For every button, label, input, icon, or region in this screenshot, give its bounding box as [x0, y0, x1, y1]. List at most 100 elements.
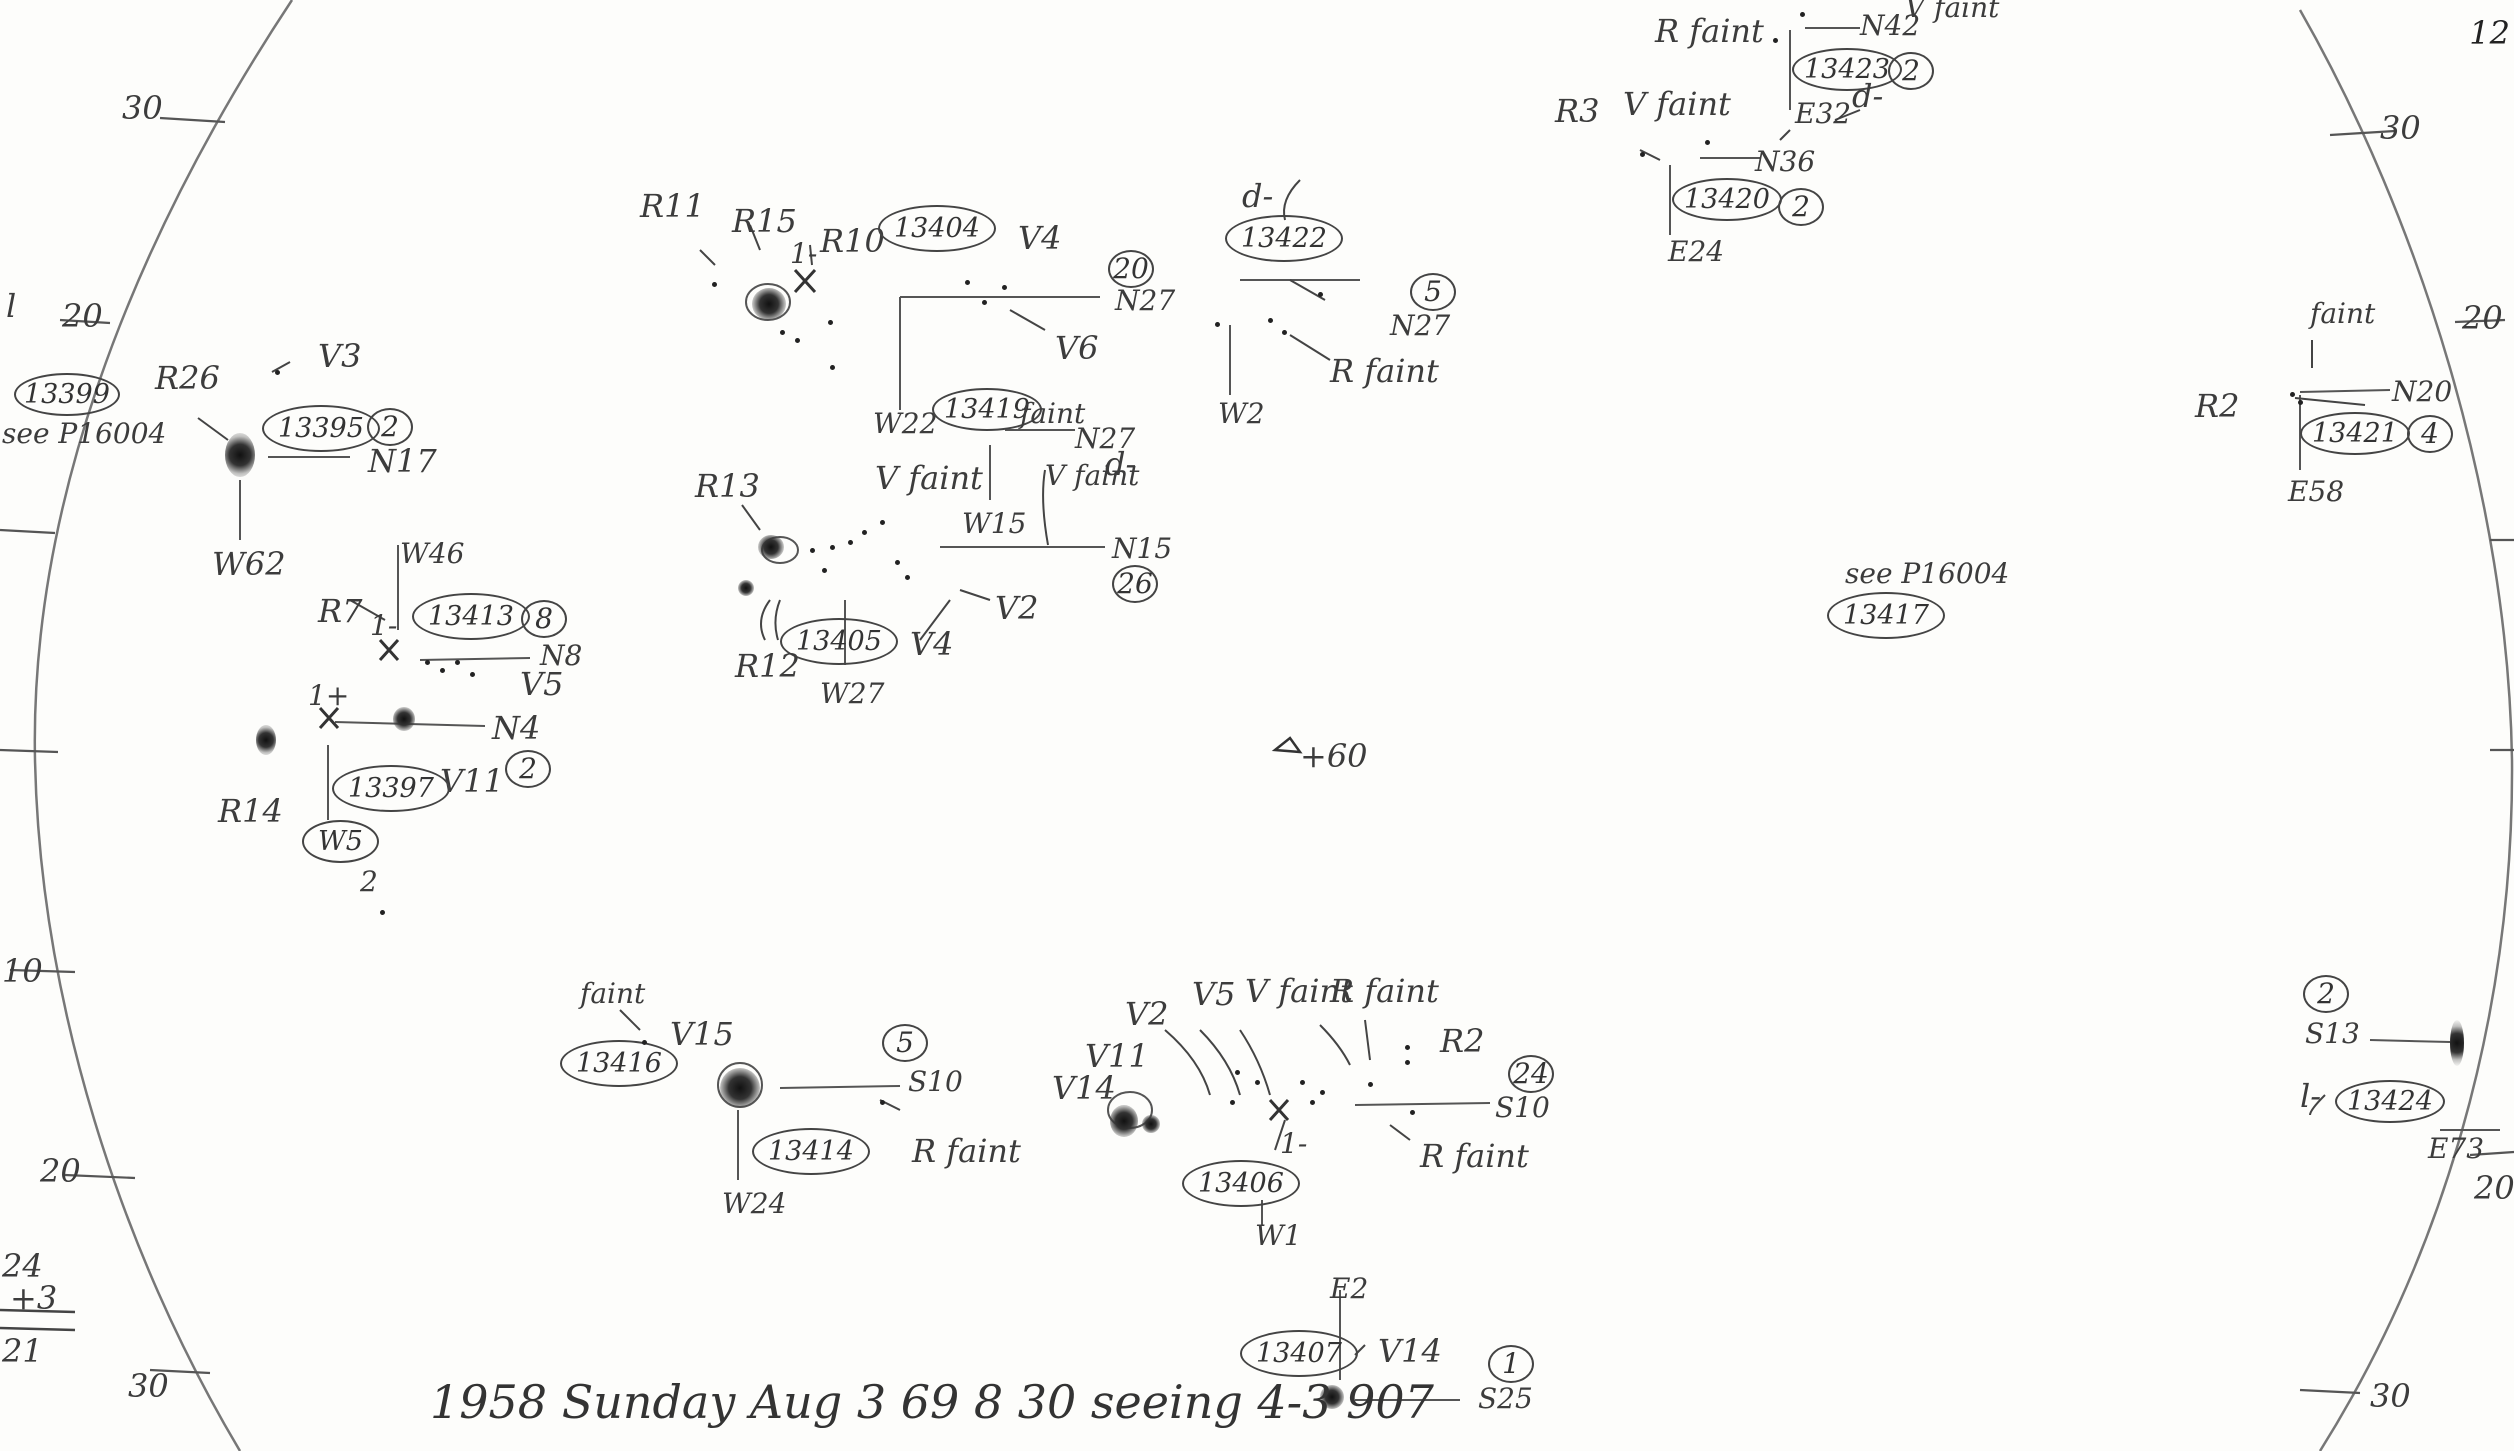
latitude-label: S13 [2305, 1017, 2360, 1050]
sunspot [712, 282, 717, 287]
spot-count: 5 [882, 1024, 928, 1062]
spot-label: R7 [318, 592, 363, 630]
sunspot [738, 580, 754, 596]
margin-value-1: 24 [2, 1247, 43, 1285]
spot-label: R11 [640, 187, 705, 225]
spot-label: V6 [1055, 329, 1099, 367]
sunspot [828, 320, 833, 325]
spot-count: 8 [521, 600, 567, 638]
spot-label: R15 [732, 202, 797, 240]
spot-label: faint [580, 977, 646, 1010]
sunspot [880, 520, 885, 525]
spot-count: 2 [505, 750, 551, 788]
spot-label: R10 [820, 222, 885, 260]
sunspot [642, 1040, 647, 1045]
spot-label: R26 [155, 359, 220, 397]
spot-count: 26 [1112, 565, 1158, 603]
spot-label: 1- [790, 237, 818, 270]
longitude-label: E32 [1795, 97, 1852, 130]
spot-label: V faint [1623, 85, 1731, 123]
spot-label: R2 [1440, 1022, 1485, 1060]
spot-label: R13 [695, 467, 760, 505]
region-number: 13404 [878, 205, 996, 252]
spot-count: 1 [1488, 1345, 1534, 1383]
sunspot [1310, 1100, 1315, 1105]
sunspot [1405, 1045, 1410, 1050]
sunspot [1282, 330, 1287, 335]
latitude-label: N8 [540, 639, 583, 672]
page-number: 12 [2469, 14, 2510, 52]
sunspot [880, 1100, 885, 1105]
sunspot [1230, 1100, 1235, 1105]
limb-label-right-30-bottom: 30 [2370, 1377, 2411, 1415]
sunspot [1110, 1105, 1138, 1137]
latitude-label: S25 [1478, 1382, 1533, 1415]
sunspot [830, 545, 835, 550]
spot-label: V faint [1905, 0, 2000, 24]
sunspot [795, 338, 800, 343]
sunspot [1300, 1080, 1305, 1085]
sunspot [2290, 392, 2295, 397]
sunspot [822, 568, 827, 573]
sunspot [780, 330, 785, 335]
sunspot [2298, 400, 2303, 405]
center-mark-label: +60 [1300, 737, 1368, 775]
spot-count: 2 [1778, 188, 1824, 226]
sunspot [275, 370, 280, 375]
spot-label: V faint [875, 459, 983, 497]
spot-count: 5 [1410, 273, 1456, 311]
region-number: 13416 [560, 1040, 678, 1087]
sunspot [2450, 1020, 2464, 1066]
longitude-label: E73 [2428, 1132, 2485, 1165]
limb-label-left-30-top: 30 [122, 89, 163, 127]
region-number: 13397 [332, 765, 450, 812]
sunspot [720, 1068, 760, 1108]
see-reference-note: see P16004 [1845, 557, 2010, 590]
latitude-label: N15 [1112, 532, 1173, 565]
latitude-label: S10 [1495, 1091, 1550, 1124]
latitude-label: N27 [1075, 422, 1136, 455]
limb-label-left-20-top: 20 [62, 297, 103, 335]
sunspot [1320, 1385, 1344, 1409]
sunspot [470, 672, 475, 677]
spot-label: R faint [1655, 12, 1764, 50]
spot-label: R faint [912, 1132, 1021, 1170]
longitude-label: W27 [820, 677, 885, 710]
spot-label: l- [2300, 1077, 2322, 1115]
sunspot [1320, 1090, 1325, 1095]
spot-count: 20 [1108, 250, 1154, 288]
limb-label-left-20-bottom: 20 [40, 1152, 81, 1190]
latitude-label: N17 [368, 442, 437, 480]
longitude-label: E24 [1668, 235, 1725, 268]
longitude-label: W46 [400, 537, 465, 570]
region-number: 13421 [2300, 412, 2410, 455]
sunspot [1800, 12, 1805, 17]
sunspot [1773, 38, 1778, 43]
sunspot [380, 910, 385, 915]
region-number: 13420 [1672, 178, 1782, 221]
region-number: 13424 [2335, 1080, 2445, 1123]
latitude-label: N27 [1390, 309, 1451, 342]
longitude-label: E2 [1330, 1272, 1369, 1305]
limb-label-right-30-top: 30 [2380, 109, 2421, 147]
spot-count: 24 [1508, 1055, 1554, 1093]
sunspot [905, 575, 910, 580]
sunspot [1410, 1110, 1415, 1115]
region-number: 13413 [412, 593, 530, 640]
region-number: 13405 [780, 618, 898, 665]
sunspot [393, 707, 415, 731]
latitude-label: N42 [1860, 9, 1921, 42]
longitude-label: W62 [212, 545, 286, 583]
spot-label: V11 [440, 762, 504, 800]
latitude-label: N27 [1115, 284, 1176, 317]
spot-label: 2 [360, 865, 378, 898]
sunspot [848, 540, 853, 545]
sunspot [810, 548, 815, 553]
sunspot [862, 530, 867, 535]
longitude-label: W2 [1218, 397, 1265, 430]
region-number: 13422 [1225, 215, 1343, 262]
region-number: 13395 [262, 405, 380, 452]
spot-count: 2 [367, 408, 413, 446]
spot-label: R faint [1420, 1137, 1529, 1175]
